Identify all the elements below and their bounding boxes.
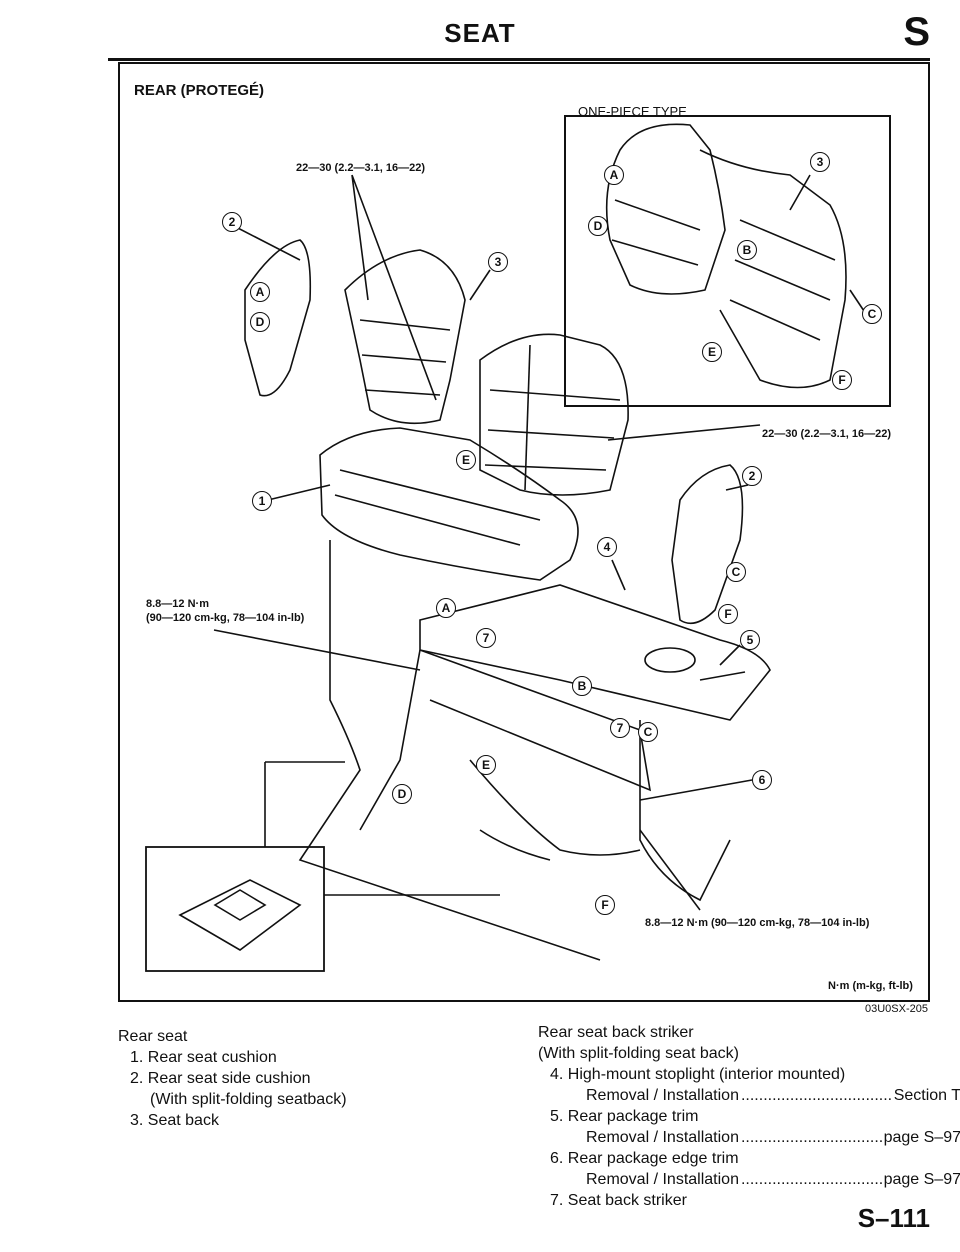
callout-f: F [718, 604, 738, 624]
figure-title: REAR (PROTEGÉ) [134, 82, 265, 99]
callout-a-lower: A [436, 598, 456, 618]
callout-d-lower: D [392, 784, 412, 804]
legend-item-2-sub: (With split-folding seatback) [150, 1091, 347, 1108]
callout-f-lower: F [595, 895, 615, 915]
callout-2-left: 2 [222, 212, 242, 232]
callout-e-inset: E [702, 342, 722, 362]
callout-c: C [726, 562, 746, 582]
callout-d: D [250, 312, 270, 332]
ref-target: page S–97 [883, 1171, 960, 1188]
one-piece-type-label: ONE-PIECE TYPE [578, 104, 687, 119]
legend-item-4-ref: Removal / Installation .................… [538, 1085, 960, 1106]
ref-label: Removal / Installation [586, 1087, 739, 1104]
legend-subheading: (With split-folding seat back) [538, 1045, 739, 1062]
callout-4: 4 [597, 537, 617, 557]
callout-a: A [250, 282, 270, 302]
callout-7-right: 7 [610, 718, 630, 738]
callout-6: 6 [752, 770, 772, 790]
callout-c-lower: C [638, 722, 658, 742]
callout-e-lower: E [476, 755, 496, 775]
units-label: N·m (m-kg, ft-lb) [828, 980, 913, 992]
callout-5: 5 [740, 630, 760, 650]
callout-b-inset: B [737, 240, 757, 260]
header-rule [108, 58, 930, 61]
ref-target: Section T [893, 1087, 960, 1104]
ref-label: Removal / Installation [586, 1129, 739, 1146]
figure-code: 03U0SX-205 [865, 1003, 928, 1015]
legend-item-1: 1. Rear seat cushion [130, 1049, 277, 1066]
legend-heading: Rear seat [118, 1028, 188, 1045]
ref-target: page S–97 [883, 1129, 960, 1146]
section-letter: S [903, 10, 930, 54]
page-title: SEAT [444, 18, 516, 48]
page-number: S–111 [857, 1203, 930, 1233]
callout-c-inset: C [862, 304, 882, 324]
leader-dots: ........................................… [740, 1087, 892, 1104]
callout-b: B [572, 676, 592, 696]
legend-right: Rear seat back striker (With split-foldi… [538, 1022, 960, 1211]
legend-item-7: 7. Seat back striker [550, 1192, 687, 1209]
legend-item-2: 2. Rear seat side cushion [130, 1070, 311, 1087]
legend-item-6: 6. Rear package edge trim [550, 1150, 739, 1167]
callout-1: 1 [252, 491, 272, 511]
leader-dots: ........................................… [740, 1129, 882, 1146]
callout-3-inset: 3 [810, 152, 830, 172]
callout-d-inset: D [588, 216, 608, 236]
leader-dots: ........................................… [740, 1171, 882, 1188]
torque-label-top: 22—30 (2.2—3.1, 16—22) [296, 162, 426, 174]
torque-label-left-line1: 8.8—12 N·m [146, 598, 209, 610]
callout-f-inset: F [832, 370, 852, 390]
torque-label-left-line2: (90—120 cm-kg, 78—104 in-lb) [146, 612, 305, 624]
legend-item-5-ref: Removal / Installation .................… [538, 1127, 960, 1148]
ref-label: Removal / Installation [586, 1171, 739, 1188]
legend-left: Rear seat 1. Rear seat cushion 2. Rear s… [118, 1026, 347, 1131]
legend-heading: Rear seat back striker [538, 1024, 694, 1041]
callout-3: 3 [488, 252, 508, 272]
callout-7-left: 7 [476, 628, 496, 648]
torque-label-bottom: 8.8—12 N·m (90—120 cm-kg, 78—104 in-lb) [645, 917, 870, 929]
torque-label-right: 22—30 (2.2—3.1, 16—22) [762, 428, 892, 440]
legend-item-6-ref: Removal / Installation .................… [538, 1169, 960, 1190]
callout-e: E [456, 450, 476, 470]
callout-a-inset: A [604, 165, 624, 185]
callout-2-right: 2 [742, 466, 762, 486]
legend-item-3: 3. Seat back [130, 1112, 219, 1129]
figure-frame [118, 62, 930, 1002]
legend-item-5: 5. Rear package trim [550, 1108, 699, 1125]
legend-item-4: 4. High-mount stoplight (interior mounte… [550, 1066, 846, 1083]
